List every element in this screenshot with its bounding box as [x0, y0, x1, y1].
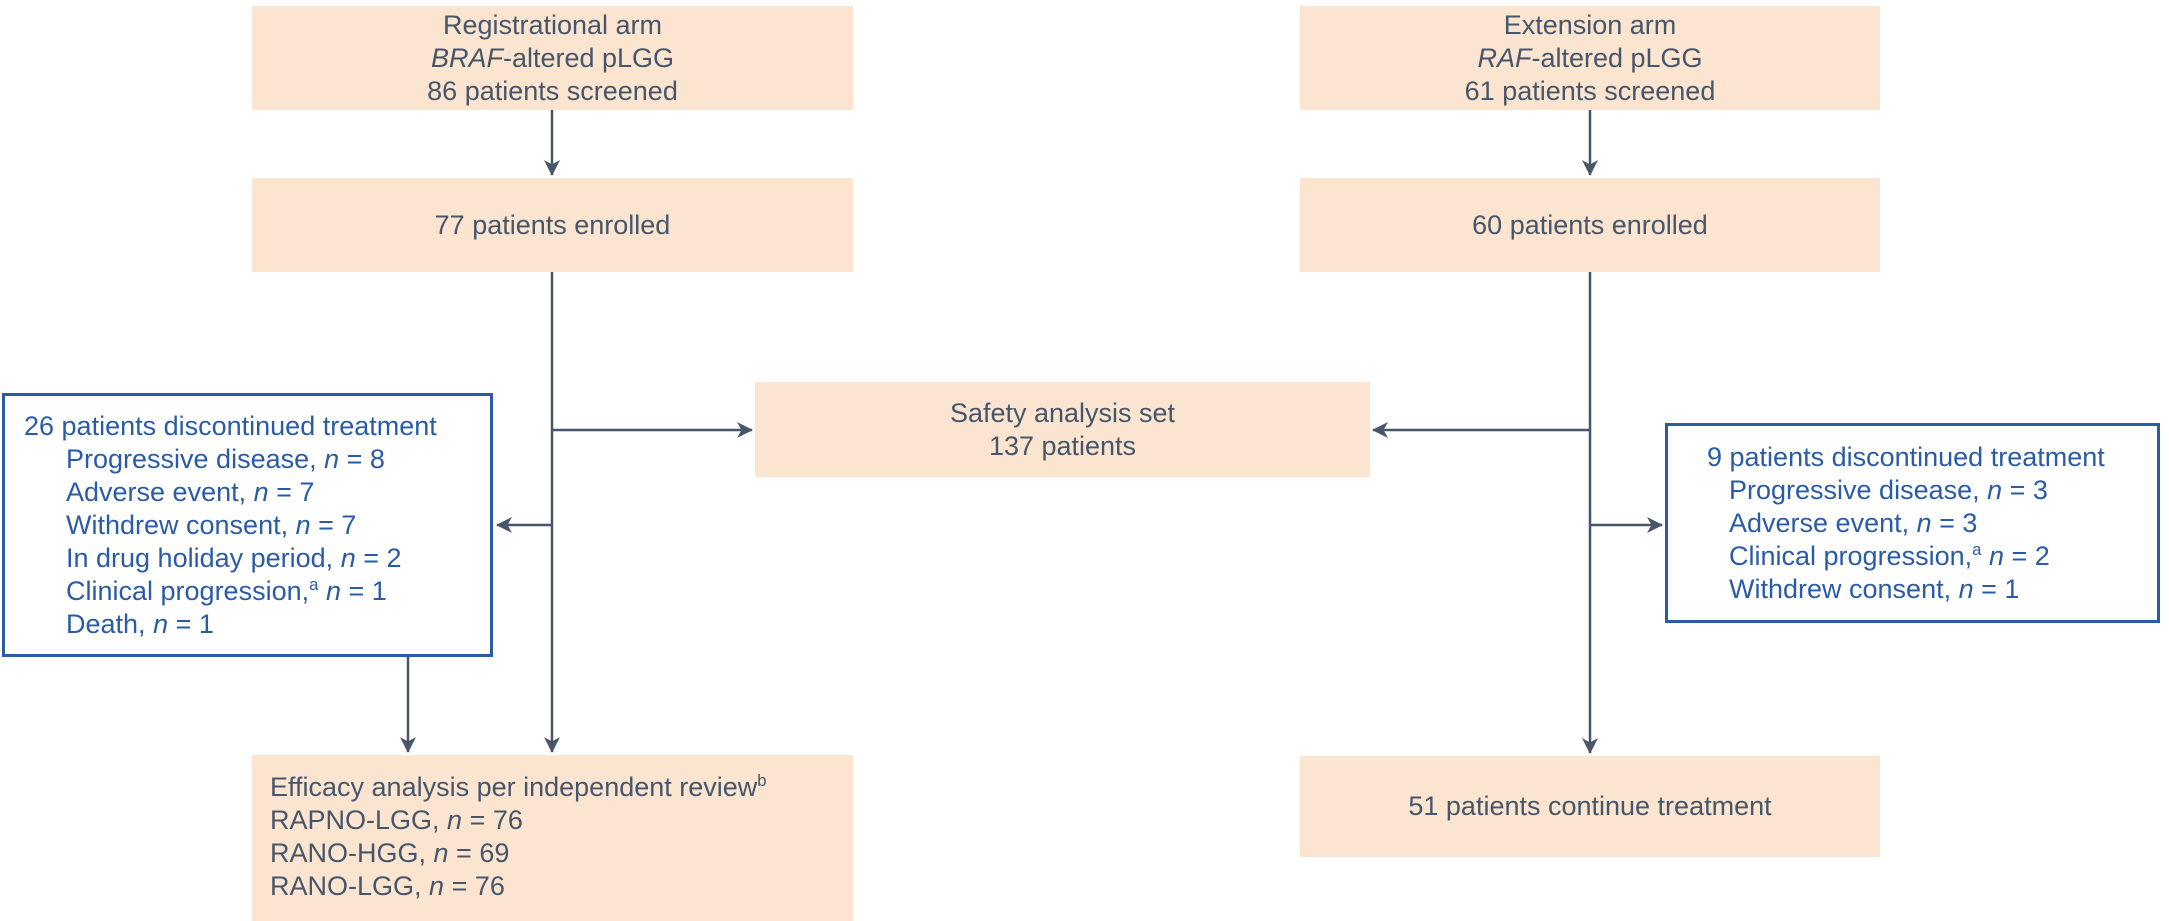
- box-efficacy-analysis: Efficacy analysis per independent review…: [252, 755, 853, 921]
- text-line: RAPNO-LGG, n = 76: [270, 805, 523, 835]
- text-line: RANO-HGG, n = 69: [270, 838, 510, 868]
- text-line: Efficacy analysis per independent review…: [270, 771, 767, 802]
- text-line: Death, n = 1: [66, 608, 214, 639]
- text-line: Adverse event, n = 7: [66, 476, 315, 507]
- text-line: Progressive disease, n = 3: [1729, 474, 2048, 505]
- text-line: In drug holiday period, n = 2: [66, 542, 402, 573]
- text-line: RAF-altered pLGG: [1477, 42, 1703, 73]
- text-line: Progressive disease, n = 8: [66, 443, 385, 474]
- text-line: 86 patients screened: [427, 75, 678, 106]
- text-line: Clinical progression,a n = 1: [66, 574, 387, 606]
- text-line: BRAF-altered pLGG: [430, 42, 675, 73]
- text-line: RANO-LGG, n = 76: [270, 871, 505, 901]
- box-extension-enrolled: 60 patients enrolled: [1300, 178, 1880, 272]
- text-line: 61 patients screened: [1464, 75, 1716, 106]
- text-line: Withdrew consent, n = 7: [66, 509, 357, 540]
- text-line: 77 patients enrolled: [434, 209, 671, 240]
- text-line: 26 patients discontinued treatment: [24, 410, 437, 441]
- text-line: Withdrew consent, n = 1: [1729, 573, 2020, 604]
- text-line: Extension arm: [1503, 9, 1677, 40]
- text-line: Registrational arm: [442, 9, 663, 40]
- text-line: 60 patients enrolled: [1472, 209, 1708, 240]
- text-line: 137 patients: [988, 430, 1137, 461]
- text-line: Adverse event, n = 3: [1729, 507, 1978, 538]
- text-line: 9 patients discontinued treatment: [1707, 441, 2105, 472]
- box-registrational-enrolled: 77 patients enrolled: [252, 178, 853, 272]
- text-line: Clinical progression,a n = 2: [1729, 539, 2050, 571]
- text-line: Safety analysis set: [949, 397, 1176, 428]
- box-continue-treatment: 51 patients continue treatment: [1300, 756, 1880, 857]
- text-line: 51 patients continue treatment: [1408, 791, 1772, 821]
